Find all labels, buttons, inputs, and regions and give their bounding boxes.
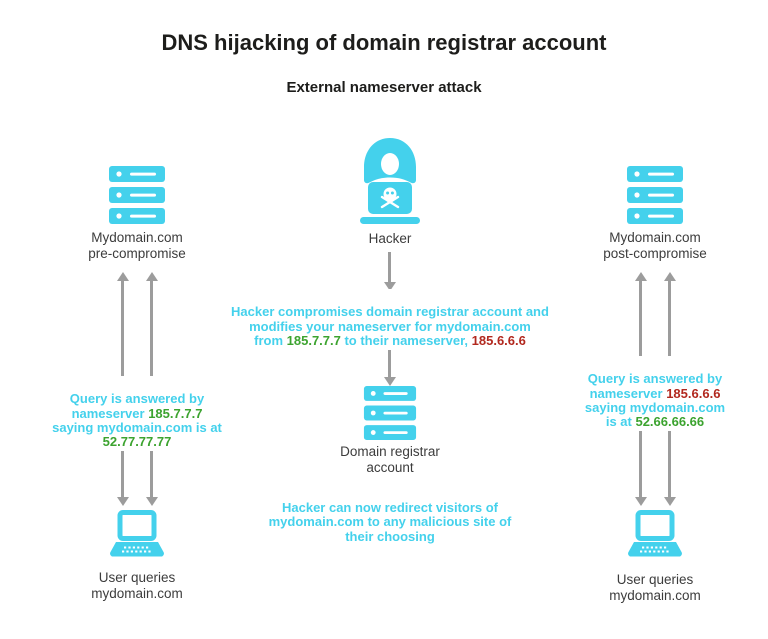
center-note-text: Hacker compromises domain registrar acco…: [231, 304, 549, 348]
right-note-resolved-ip: 52.66.66.66: [635, 414, 705, 430]
center-note-old-ip: 185.7.7.7: [286, 332, 341, 348]
right-note-text: Query is answered by nameserver: [587, 371, 723, 401]
down-arrow-note-to-registrar: [383, 347, 396, 386]
page-subtitle: External nameserver attack: [286, 79, 482, 96]
hacker-icon: [348, 136, 432, 233]
laptop-icon: [108, 510, 166, 565]
laptop-icon: [626, 510, 684, 565]
left-note-resolved-ip: 52.77.77.77: [102, 434, 172, 450]
center-compromise-note: Hacker compromises domain registrar acco…: [220, 289, 560, 351]
page-title: DNS hijacking of domain registrar accoun…: [161, 30, 607, 55]
right-query-note: Query is answered by nameserver 185.6.6.…: [567, 356, 743, 432]
center-note-text-2: to their nameserver,: [340, 332, 472, 348]
left-server-label: Mydomain.com pre-compromise: [88, 230, 186, 261]
server-icon: [106, 166, 168, 229]
hacker-label: Hacker: [368, 231, 412, 246]
server-icon: [624, 166, 686, 229]
left-note-text: Query is answered by nameserver: [69, 391, 205, 421]
down-arrow-hacker-to-note: [383, 252, 396, 291]
left-note-text-2: saying mydomain.com is at: [52, 419, 222, 435]
left-note-old-nameserver-ip: 185.7.7.7: [148, 405, 203, 421]
right-note-text-2: saying mydomain.com is at: [584, 399, 726, 430]
registrar-label: Domain registrar account: [340, 444, 440, 475]
center-note-new-ip: 185.6.6.6: [471, 332, 526, 348]
right-user-label: User queries mydomain.com: [609, 572, 701, 603]
left-user-label: User queries mydomain.com: [91, 570, 183, 601]
left-query-note: Query is answered by nameserver 185.7.7.…: [52, 376, 222, 452]
right-note-rogue-nameserver-ip: 185.6.6.6: [666, 385, 721, 401]
registrar-server-icon: [359, 386, 421, 445]
right-server-label: Mydomain.com post-compromise: [603, 230, 707, 261]
center-redirect-note: Hacker can now redirect visitors of mydo…: [245, 499, 535, 546]
